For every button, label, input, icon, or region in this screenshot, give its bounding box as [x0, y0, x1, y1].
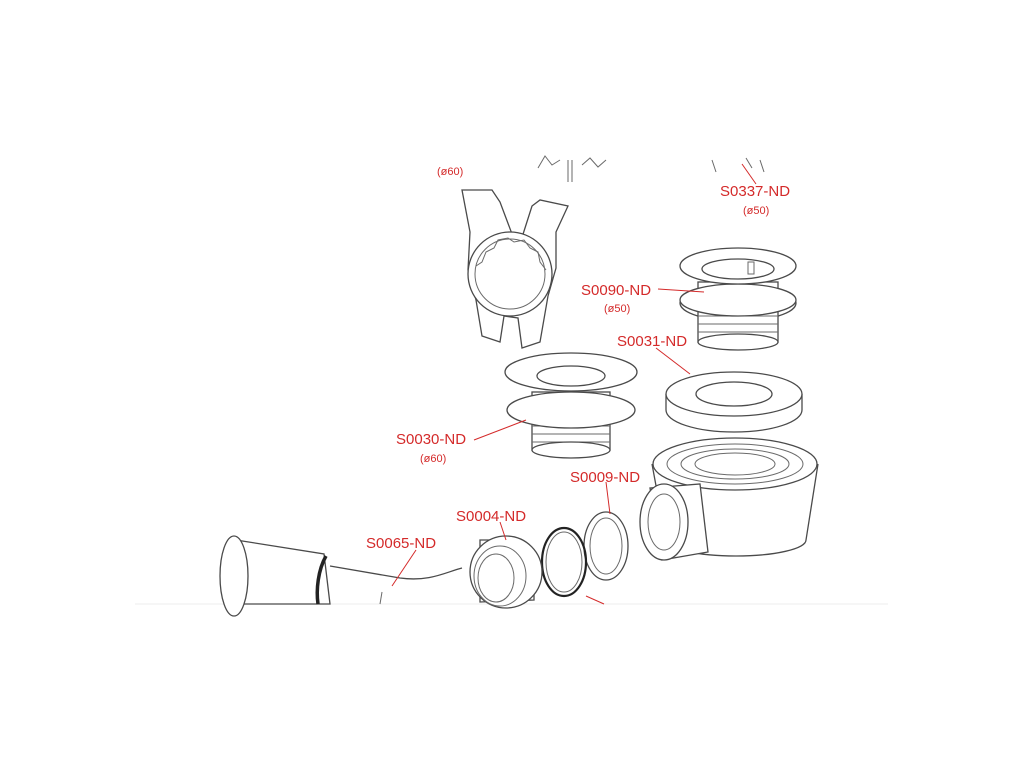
s0337-code-label: S0337-ND: [720, 183, 790, 200]
s0009-ring: [583, 511, 629, 581]
s0030-size-label: (ø60): [420, 453, 446, 465]
s0004-code-label: S0004-ND: [456, 508, 526, 525]
s0090-flange: [679, 247, 797, 351]
s0031-ring: [665, 371, 803, 433]
part-labels: (ø60) S0337-ND (ø50) S0090-ND (ø50) S003…: [366, 166, 790, 552]
s0337-size-label: (ø50): [743, 205, 769, 217]
wrench-tool: [461, 189, 569, 349]
leader-lines: [391, 163, 757, 605]
s0031-code-label: S0031-ND: [617, 333, 687, 350]
s0090-size-label: (ø50): [604, 303, 630, 315]
s0065-pipe: [219, 535, 463, 617]
s0030-code-label: S0030-ND: [396, 431, 466, 448]
s0030-flange: [504, 352, 638, 459]
o-ring: [540, 526, 588, 598]
s0090-code-label: S0090-ND: [581, 282, 651, 299]
s0004-nut: [469, 535, 543, 609]
wrench-size-label: (ø60): [437, 166, 463, 178]
s0009-code-label: S0009-ND: [570, 469, 640, 486]
top-partial-parts: [537, 155, 765, 182]
drain-body: [639, 437, 819, 561]
s0065-code-label: S0065-ND: [366, 535, 436, 552]
